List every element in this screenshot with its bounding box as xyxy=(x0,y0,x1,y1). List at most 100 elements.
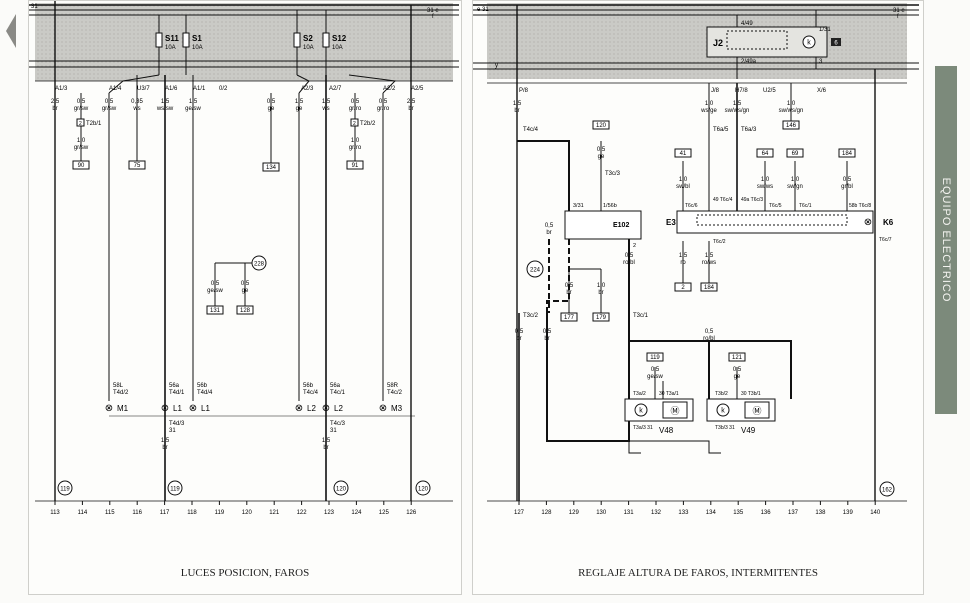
ref-box xyxy=(560,312,578,322)
wire-size: 0,5 xyxy=(545,223,554,229)
ref-box xyxy=(262,162,280,172)
wire-size: 0,5 xyxy=(565,283,574,289)
column-number: 123 xyxy=(324,510,335,516)
wire-color: gr/ro xyxy=(377,106,390,112)
pin-label: 49 T6c/4 xyxy=(713,197,733,203)
wire-color: br xyxy=(52,106,57,112)
fuse-s12: S12 10A xyxy=(322,10,347,75)
pin-label: T3a/3 31 xyxy=(633,425,653,431)
side-tab-label: EQUIPO ELECTRICO xyxy=(940,177,952,303)
column-number: 115 xyxy=(105,510,115,516)
wire-size: 0,5 xyxy=(351,99,360,105)
wire-color: sw/ws/gn xyxy=(725,108,750,114)
wire-color: ws xyxy=(132,106,140,112)
fuse-amps: 10A xyxy=(192,45,203,51)
ref-number: 91 xyxy=(352,163,359,169)
fuse-s1: S1 10A xyxy=(182,15,203,75)
sub-size: 1,0 xyxy=(351,138,360,144)
ref-number: 64 xyxy=(762,151,769,157)
ref-box xyxy=(674,148,692,158)
wire-color: ge/sw xyxy=(207,288,223,294)
wire-color: ge/sw xyxy=(647,374,663,380)
ref-number: 119 xyxy=(650,355,660,361)
lower-conn: T4d/3 xyxy=(169,421,185,427)
connector-label: A1/6 xyxy=(165,86,178,92)
ref-box xyxy=(592,120,610,130)
wire-color: ge xyxy=(242,288,249,294)
ref-number: 41 xyxy=(680,151,687,157)
bulb-conn: T4c/4 xyxy=(303,390,319,396)
prev-page-arrow-icon[interactable] xyxy=(6,14,16,48)
column-number: 121 xyxy=(269,510,280,516)
top-label: f xyxy=(897,14,899,20)
wire-color: br xyxy=(566,290,571,296)
ref-box xyxy=(72,160,90,170)
ref-circle-number: 120 xyxy=(418,487,429,493)
bulb-conn: T4c/1 xyxy=(330,390,346,396)
ref-number: 120 xyxy=(596,123,607,129)
column-number: 114 xyxy=(78,510,88,516)
lamp-icon: ⊗ xyxy=(322,403,330,414)
bulb-label: M3 xyxy=(391,404,403,413)
ref-number: 69 xyxy=(792,151,799,157)
ref-number: 184 xyxy=(704,285,715,291)
wire-color: ge xyxy=(598,154,605,160)
motor-icon: Ⓜ xyxy=(752,406,761,416)
column-number: 129 xyxy=(569,510,580,516)
wire-color: br xyxy=(514,108,519,114)
wire-size: 1,5 xyxy=(322,99,331,105)
relay-name: J2 xyxy=(713,38,723,48)
wire-size: 0,5 xyxy=(651,367,660,373)
wire-size: 0,5 xyxy=(267,99,276,105)
connector-label: J/8 xyxy=(711,88,720,94)
pin-label: 1/56b xyxy=(603,203,617,209)
relay-panel xyxy=(487,3,907,79)
bulb-label: L1 xyxy=(173,404,182,413)
wire-size: 0,5 xyxy=(515,329,524,335)
pin-label: T6c/1 xyxy=(799,203,812,209)
bulb-pin: 58L xyxy=(113,383,124,389)
wire-color: ws/ge xyxy=(700,108,717,114)
relay-pin1: 1/31 xyxy=(819,27,831,33)
column-number: 113 xyxy=(50,510,60,516)
wire-color: br xyxy=(323,445,328,451)
ref-box xyxy=(236,305,254,315)
ref-number: 128 xyxy=(240,308,251,314)
wire-size: 1,5 xyxy=(513,101,522,107)
lamp-icon: ⊗ xyxy=(161,403,169,414)
wire-color: ws xyxy=(321,106,329,112)
bulb-pin: 56a xyxy=(330,383,341,389)
lower-pin: 31 xyxy=(169,428,176,434)
ref-number: 179 xyxy=(596,315,607,321)
wire-color: ws/sw xyxy=(156,106,174,112)
left-page: 31 31 e f S11 10A S1 10A S2 10A S12 10A … xyxy=(28,0,462,595)
ref-circle xyxy=(415,480,431,496)
pin-label: T6c/5 xyxy=(769,203,782,209)
bulb-conn: T4c/2 xyxy=(387,390,403,396)
connector-label: U3/7 xyxy=(137,86,150,92)
lamp-icon: ⊗ xyxy=(379,403,387,414)
ref-number: 90 xyxy=(78,163,85,169)
column-number: 119 xyxy=(215,510,225,516)
bulb-conn: T4d/4 xyxy=(197,390,213,396)
ref-number: 177 xyxy=(564,315,575,321)
fuse-s2: S2 10A xyxy=(293,10,314,75)
wire-color: br xyxy=(516,336,521,342)
bulb-pin: 58R xyxy=(387,383,399,389)
ref-number: 146 xyxy=(786,123,797,129)
sub-conn: T2b/2 xyxy=(360,121,376,127)
wire-size: 2,5 xyxy=(51,99,60,105)
connector-label: H7/8 xyxy=(735,88,748,94)
wire-size: 1,5 xyxy=(705,253,714,259)
bulb-pin: 56b xyxy=(303,383,314,389)
wire-size: 0,5 xyxy=(211,281,220,287)
column-number: 124 xyxy=(351,510,362,516)
conn-label: T6a/5 xyxy=(713,127,729,133)
left-caption: LUCES POSICION, FAROS xyxy=(180,567,310,579)
switch-e102: E102 3/31 1/56b 2 xyxy=(564,203,642,249)
connector-label: A2/3 xyxy=(301,86,314,92)
ref-number: 184 xyxy=(842,151,853,157)
connector-label: A2/2 xyxy=(383,86,396,92)
column-number: 127 xyxy=(514,510,525,516)
ref-box xyxy=(346,160,364,170)
